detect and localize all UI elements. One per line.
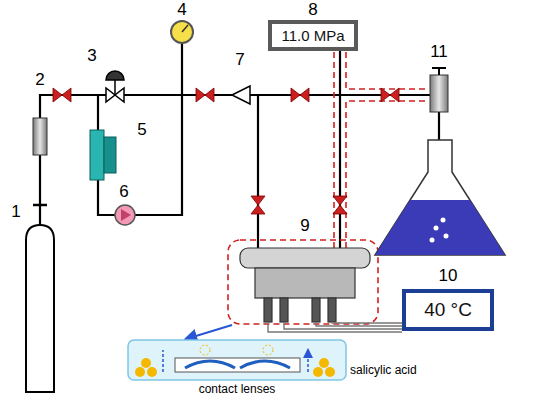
pipe xyxy=(97,95,99,130)
zoom-arrow xyxy=(186,325,232,339)
inset xyxy=(263,345,273,355)
callout-number: 2 xyxy=(35,71,44,90)
valve xyxy=(291,88,309,102)
pump xyxy=(115,205,135,225)
heated-line xyxy=(228,52,428,324)
heater-wire xyxy=(268,322,402,332)
pipe xyxy=(339,50,341,248)
heater-wire xyxy=(268,322,402,332)
inset xyxy=(325,367,335,377)
vessel xyxy=(240,248,370,322)
inset xyxy=(175,358,300,372)
vessel xyxy=(280,298,288,322)
callout-number: 7 xyxy=(235,51,244,70)
vessel xyxy=(240,248,370,268)
flask xyxy=(375,140,505,255)
inset xyxy=(147,367,157,377)
separator xyxy=(432,67,446,69)
valve xyxy=(381,88,399,102)
separator xyxy=(430,68,448,112)
pipe xyxy=(98,180,115,215)
cooler xyxy=(104,137,116,173)
inset xyxy=(135,367,145,377)
valve xyxy=(53,88,71,102)
heater-wire xyxy=(316,322,402,326)
valve xyxy=(333,196,347,214)
callout-number: 10 xyxy=(439,267,458,286)
temperature-controller: 40 °C xyxy=(402,289,494,331)
callout-number: 8 xyxy=(308,1,317,20)
cooler xyxy=(90,130,104,180)
vessel xyxy=(312,298,320,322)
flask xyxy=(430,238,435,243)
vessel xyxy=(264,298,272,322)
pipe xyxy=(135,43,182,215)
gas-cylinder xyxy=(26,225,54,392)
callout-number: 6 xyxy=(119,183,128,202)
separator xyxy=(430,75,448,112)
back-pressure-valve xyxy=(106,71,124,102)
display-text: 11.0 MPa xyxy=(281,27,344,44)
pressure-gauge xyxy=(171,21,193,43)
pipe xyxy=(40,43,439,248)
heated-line xyxy=(333,52,335,248)
vessel xyxy=(255,268,355,298)
gas-cylinder xyxy=(33,204,47,207)
heater-wire xyxy=(284,322,402,329)
separator xyxy=(438,68,440,75)
flask xyxy=(441,218,446,223)
pump xyxy=(121,209,131,221)
pressure-gauge xyxy=(171,21,193,43)
inset xyxy=(128,340,346,380)
part-label: contact lenses xyxy=(199,383,276,396)
callout-number: 1 xyxy=(11,203,20,222)
part-label: salicylic acid xyxy=(350,364,417,377)
back-pressure-valve xyxy=(106,71,124,80)
heated-line xyxy=(346,52,428,89)
callout-number: 3 xyxy=(87,47,96,66)
inset xyxy=(185,361,235,368)
inset xyxy=(200,345,210,355)
heater-wire xyxy=(332,322,402,323)
pipe xyxy=(257,95,259,248)
inset xyxy=(313,367,323,377)
flask xyxy=(375,200,505,255)
pressure-gauge xyxy=(182,25,188,32)
callout-number: 9 xyxy=(300,217,309,236)
inset xyxy=(163,350,308,372)
check-valve xyxy=(232,86,250,104)
cooler xyxy=(90,130,116,180)
callout-number: 4 xyxy=(177,1,186,20)
valve xyxy=(196,88,214,102)
callout-number: 11 xyxy=(430,43,448,62)
pipe xyxy=(40,95,340,225)
filter xyxy=(33,118,47,155)
callout-number: 5 xyxy=(137,121,146,140)
display-text: 40 °C xyxy=(424,299,472,321)
flask xyxy=(434,226,439,231)
inset xyxy=(128,340,346,380)
flask xyxy=(375,140,505,255)
back-pressure-valve xyxy=(114,80,116,95)
valve xyxy=(53,88,399,214)
valve xyxy=(251,196,265,214)
flask xyxy=(444,234,449,239)
heated-line xyxy=(228,240,378,324)
gas-cylinder xyxy=(26,205,54,392)
vessel xyxy=(328,298,336,322)
inset xyxy=(319,358,329,368)
inset xyxy=(240,361,290,368)
inset xyxy=(141,358,151,368)
pressure-display: 11.0 MPa xyxy=(268,20,358,51)
pump xyxy=(115,205,135,225)
